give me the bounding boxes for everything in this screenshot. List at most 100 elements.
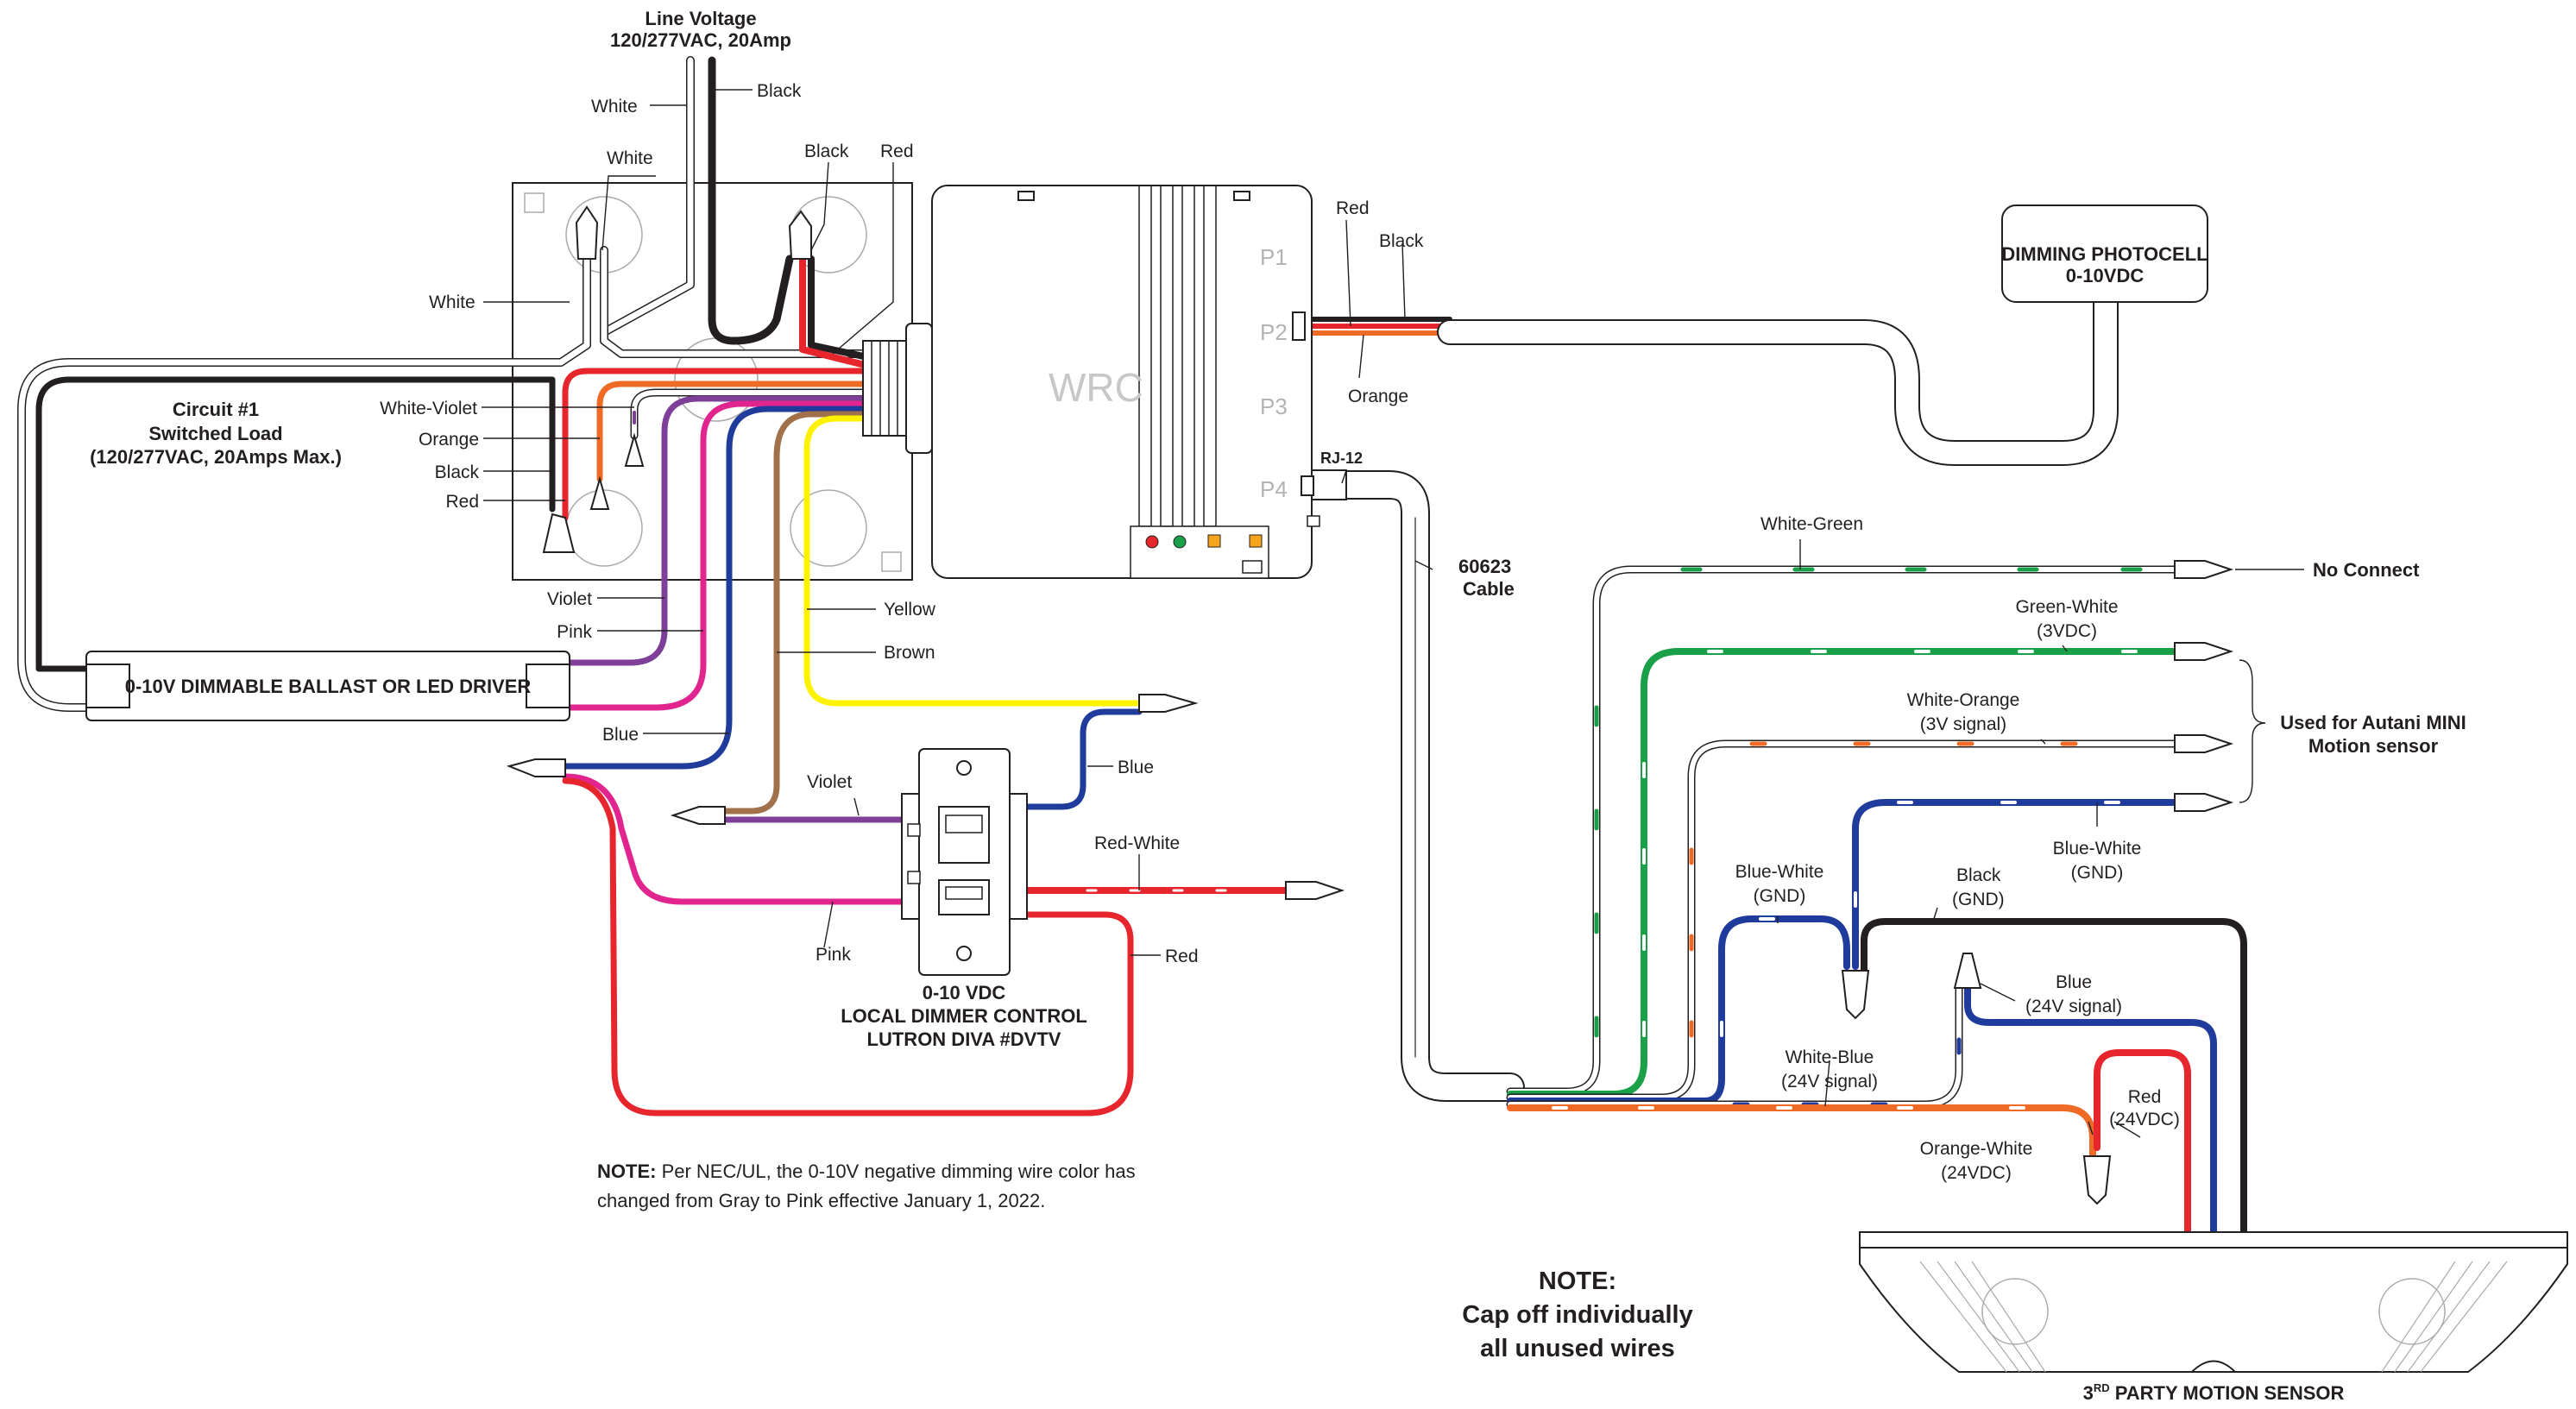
sensor-label: 3RD PARTY MOTION SENSOR [2083, 1381, 2345, 1404]
wire-violet-driver [562, 395, 866, 666]
label-white-orange-sub: (3V signal) [1920, 714, 2006, 734]
label-white-blue: White-Blue [1786, 1047, 1874, 1067]
label-black-line: Black [757, 81, 802, 101]
wire-white-loop [17, 246, 591, 712]
photocell-spec: 0-10VDC [2066, 265, 2145, 286]
port-p4: P4 [1260, 476, 1288, 502]
wrc-label: WRC [1049, 365, 1143, 410]
label-black-sensor-sub: (GND) [1952, 890, 2005, 909]
wire-brown [721, 411, 866, 815]
wire-line-black [708, 56, 794, 345]
wire-pink-driver [562, 400, 866, 711]
label-red-dim: Red [1165, 947, 1199, 966]
photocell-title: DIMMING PHOTOCELL [2001, 243, 2208, 265]
label-white-3: White [429, 292, 476, 312]
wire-cap [1953, 953, 1982, 989]
wire-yellow [803, 415, 1143, 707]
led-red [1145, 535, 1159, 549]
motion-sensor: 3RD PARTY MOTION SENSOR [1859, 1231, 2568, 1404]
label-white-violet: White-Violet [380, 399, 477, 418]
label-red-white: Red-White [1094, 833, 1180, 853]
label-blue-white-mid-sub: (GND) [1754, 886, 1806, 906]
label-used-for-2: Motion sensor [2308, 735, 2439, 757]
circuit-spec: (120/277VAC, 20Amps Max.) [90, 446, 342, 468]
label-green-white-sub: (3VDC) [2037, 621, 2097, 641]
label-pink-dim: Pink [816, 945, 851, 965]
leader-lines [482, 89, 2304, 1138]
note-nec: NOTE: Per NEC/UL, the 0-10V negative dim… [597, 1161, 1136, 1182]
label-used-for-1: Used for Autani MINI [2280, 712, 2466, 733]
wire-circuit-black [35, 376, 556, 672]
wire-black-sensor [1861, 918, 2247, 1237]
wire-nut [542, 513, 576, 553]
led-amber [1207, 534, 1221, 548]
wire-nut [575, 205, 599, 260]
port-p1: P1 [1260, 244, 1288, 270]
label-orange-white: Orange-White [1920, 1139, 2033, 1159]
label-white-blue-sub: (24V signal) [1781, 1072, 1878, 1091]
wires [17, 56, 2247, 1237]
label-red-top: Red [880, 142, 914, 161]
dimming-photocell: DIMMING PHOTOCELL 0-10VDC [2001, 204, 2208, 303]
wire-cap [670, 806, 726, 825]
label-brown: Brown [884, 643, 935, 663]
label-white-1: White [591, 97, 638, 116]
wire-cap [2082, 1155, 2112, 1205]
circuit-load: Switched Load [148, 423, 282, 444]
label-black-sensor: Black [1956, 865, 2001, 885]
label-blue-white-top-sub: (GND) [2071, 863, 2124, 883]
wire-cap [2174, 560, 2234, 579]
line-voltage-spec: 120/277VAC, 20Amp [610, 29, 791, 51]
label-no-connect: No Connect [2313, 559, 2420, 581]
label-blue-sensor: Blue [2056, 972, 2092, 992]
wire-red-dim [562, 777, 1134, 1117]
label-yellow: Yellow [884, 600, 936, 620]
wire-labels: Line Voltage 120/277VAC, 20Amp Black Whi… [90, 8, 2466, 1183]
note-cap-line1: Cap off individually [1462, 1301, 1692, 1329]
label-orange-left: Orange [419, 430, 479, 450]
label-violet-left: Violet [547, 589, 592, 609]
led-green [1173, 535, 1187, 549]
label-black-left: Black [435, 462, 480, 482]
label-red-left: Red [445, 492, 479, 512]
note-nec-line2: changed from Gray to Pink effective Janu… [597, 1190, 1045, 1211]
label-white-green: White-Green [1760, 514, 1863, 534]
wire-cap [506, 758, 566, 777]
label-white-2: White [607, 148, 653, 168]
wire-blue-dim [1023, 708, 1143, 810]
local-dimmer: 0-10 VDC LOCAL DIMMER CONTROL LUTRON DIV… [841, 748, 1087, 1050]
label-white-orange: White-Orange [1907, 690, 2020, 710]
label-blue-dim: Blue [1118, 758, 1154, 777]
wire-blue-white [1507, 799, 2178, 1104]
label-red-sensor-sub: (24VDC) [2109, 1110, 2180, 1129]
wire-caps [506, 205, 2234, 1205]
label-blue-white-top: Blue-White [2053, 839, 2142, 859]
wire-blue [562, 406, 866, 770]
wire-nut [788, 210, 812, 260]
label-red-sensor: Red [2128, 1087, 2162, 1107]
label-cable: 60623 [1458, 556, 1511, 577]
wire-blue-sensor [1964, 980, 2217, 1237]
wire-cap [2174, 642, 2234, 661]
wire-cap [2174, 793, 2234, 812]
wire-orange-cap [596, 381, 866, 482]
wire-nut [624, 432, 645, 467]
label-violet-dim: Violet [807, 772, 852, 792]
wrc-controller: WRC P1 P2 P3 P4 [862, 185, 1347, 579]
port-p2: P2 [1260, 319, 1288, 345]
wire-red-sensor [2094, 1049, 2191, 1237]
label-orange-white-sub: (24VDC) [1941, 1163, 2012, 1183]
notes: NOTE: Per NEC/UL, the 0-10V negative dim… [597, 1161, 1693, 1362]
wire-red-cap [562, 368, 866, 521]
dimmer-title: LOCAL DIMMER CONTROL [841, 1005, 1087, 1027]
wire-pink-dim [562, 773, 905, 905]
line-voltage-title: Line Voltage [645, 8, 756, 29]
label-blue-left: Blue [602, 725, 639, 745]
label-blue-white-mid: Blue-White [1735, 862, 1824, 882]
label-pink-left: Pink [557, 622, 592, 642]
led-driver: 0-10V DIMMABLE BALLAST OR LED DRIVER [85, 651, 570, 721]
label-black-p2: Black [1379, 231, 1424, 251]
led-amber [1249, 534, 1263, 548]
wire-cap [1138, 694, 1199, 713]
label-orange-p2: Orange [1348, 387, 1408, 406]
